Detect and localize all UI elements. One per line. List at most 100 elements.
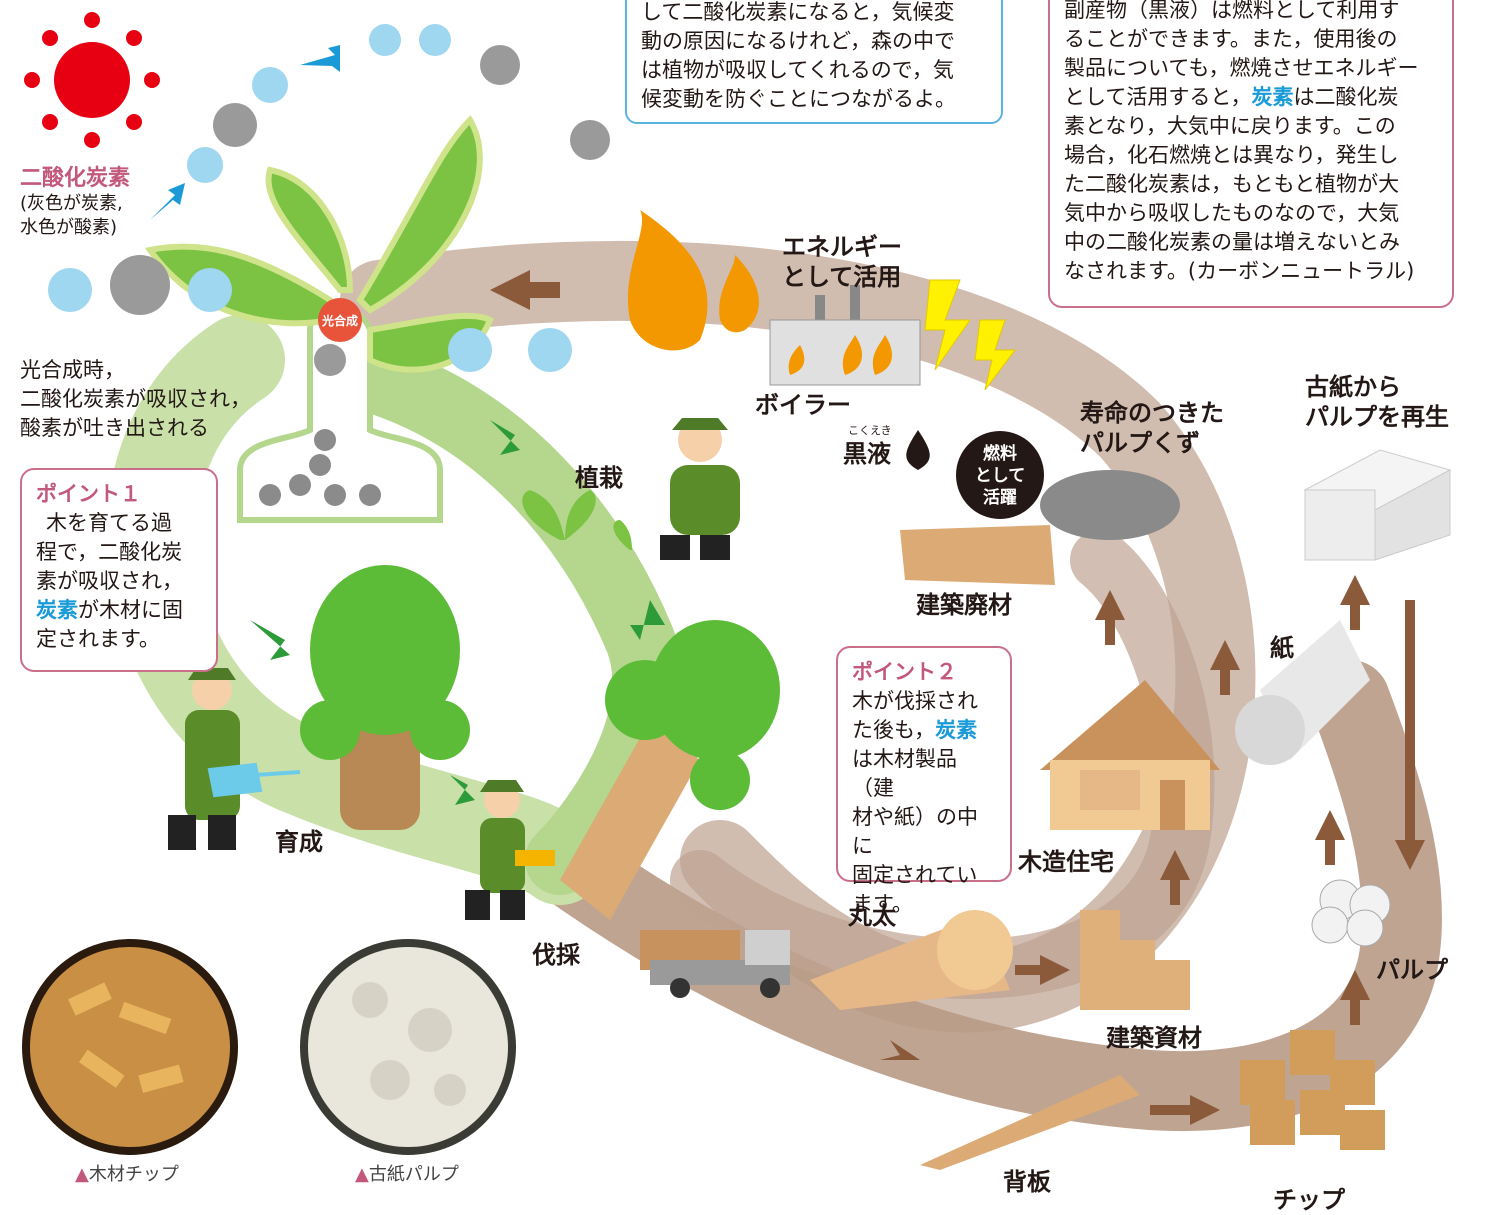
boiler-label: ボイラー (755, 391, 851, 419)
point2-title: ポイント２ (852, 660, 957, 684)
building-material-label: 建築資材 (1106, 1024, 1202, 1052)
flow-arrows (490, 270, 1425, 1125)
explanation-line: 気中から吸収したものなので，大気 (1064, 201, 1400, 225)
growing-label: 育成 (275, 828, 323, 856)
energy-line: として活用 (782, 263, 902, 291)
point2-line: ます。 (852, 892, 913, 916)
black-liquor-ruby: こくえき (848, 424, 892, 437)
paper-pulp-photo (300, 939, 516, 1155)
point1-title: ポイント１ (36, 482, 141, 506)
speech-line: 候変動を防ぐことにつながるよ。 (641, 87, 956, 111)
fire-icon (627, 210, 759, 351)
green-arrow-4 (490, 420, 520, 455)
caption-marker: ▲ (75, 1164, 89, 1185)
tree-mature-icon (560, 620, 780, 920)
fuel-line: 活躍 (983, 488, 1017, 508)
wooden-house-icon (1040, 680, 1220, 830)
co2-title: 二酸化炭素 (20, 166, 131, 191)
co2-sub: 水色が酸素) (20, 217, 118, 238)
speech-line: は植物が吸収してくれるので，気 (641, 58, 954, 82)
co2-sub: (灰色が炭素, (20, 193, 123, 214)
carbon-neutral-box: 副産物（黒液）は燃料として利用す ることができます。また，使用後の 製品について… (1048, 0, 1454, 308)
photosynthesis-line: 二酸化炭素が吸収され， (20, 387, 251, 411)
point2-text: た後も， (852, 718, 936, 742)
point1-text: が木材に固 (78, 598, 183, 622)
pulp-balls-icon (1311, 879, 1391, 947)
co2-label: 二酸化炭素 (灰色が炭素, 水色が酸素) (20, 160, 130, 240)
demolition-label: 建築廃材 (916, 591, 1012, 619)
truck-icon (640, 930, 790, 998)
recycled-pulp-label: 古紙から パルプを再生 (1305, 372, 1449, 432)
fuel-badge-text: 燃料 として 活躍 (966, 443, 1034, 509)
arrow-down-slab (880, 1040, 920, 1060)
explanation-line: なされます。(カーボンニュートラル) (1064, 259, 1415, 283)
carbon-highlight: 炭素 (36, 598, 78, 622)
paper-label: 紙 (1270, 634, 1294, 662)
point1-box: ポイント１ 木を育てる過 程で，二酸化炭 素が吸収され， 炭素が木材に固 定され… (20, 468, 218, 672)
boiler-icon (769, 285, 921, 386)
point2-line: は木材製品（建 (852, 747, 957, 800)
explanation-line: た二酸化炭素は，もともと植物が大 (1064, 172, 1400, 196)
speech-line: して二酸化炭素になると，気候変 (641, 0, 955, 24)
spent-pulp-line: 寿命のつきた (1080, 399, 1224, 427)
wood-chip-photo (22, 939, 238, 1155)
green-arrows (250, 420, 665, 805)
slab-icon (920, 1075, 1140, 1170)
point2-line: 材や紙）の中に (852, 805, 978, 858)
fuel-line: として (974, 466, 1026, 486)
energy-label: エネルギー として活用 (782, 232, 902, 292)
point2-line: 固定されてい (852, 863, 978, 887)
worker-planting-icon (660, 418, 740, 560)
spent-pulp-label: 寿命のつきた パルプくず (1080, 398, 1224, 458)
green-arrow-2 (450, 775, 475, 805)
arrow-down-recycle (1395, 600, 1425, 870)
energy-line: エネルギー (782, 233, 902, 261)
log-label: 丸太 (848, 902, 896, 930)
paper-pulp-caption: ▲古紙パルプ (355, 1160, 459, 1186)
point2-box: ポイント２ 木が伐採され た後も，炭素 は木材製品（建 材や紙）の中に 固定され… (836, 646, 1012, 916)
chip-label: チップ (1273, 1186, 1345, 1214)
speech-line: 動の原因になるけれど，森の中で (641, 29, 955, 53)
wooden-house-label: 木造住宅 (1018, 848, 1114, 876)
building-material-icon (1080, 910, 1190, 1010)
point1-line: 素が吸収され， (36, 569, 183, 593)
demolition-timber-icon (900, 525, 1055, 585)
point1-line: 定されます。 (36, 627, 160, 651)
brown-flow-middle (670, 530, 1215, 999)
recycled-line: パルプを再生 (1305, 403, 1449, 431)
spent-pulp-icon (1040, 470, 1180, 540)
caption-marker: ▲ (355, 1164, 369, 1185)
point2-line: 木が伐採され (852, 689, 978, 713)
worker-logging-icon (465, 780, 555, 920)
black-liquor-label: 黒液 (843, 440, 891, 468)
tree-growing-icon (300, 565, 470, 830)
point2-line: た後も，炭素 (852, 716, 996, 745)
photosynthesis-line: 光合成時， (20, 358, 125, 382)
fuel-badge-icon (956, 431, 1044, 519)
worker-watering-icon (168, 668, 301, 850)
blue-arrows (150, 45, 340, 220)
explanation-line: 副産物（黒液）は燃料として利用す (1064, 0, 1400, 22)
speech-bubble: して二酸化炭素になると，気候変 動の原因になるけれど，森の中で は植物が吸収して… (625, 0, 1003, 124)
arrow-up-demolition (1095, 590, 1125, 645)
slab-label: 背板 (1003, 1168, 1051, 1196)
explanation-line: ることができます。また，使用後の (1064, 27, 1398, 51)
pulp-label: パルプ (1376, 956, 1448, 984)
photosynthesis-line: 酸素が吐き出される (20, 416, 209, 440)
planting-label: 植栽 (575, 464, 623, 492)
sapling-icons (522, 490, 632, 550)
arrow-right-material (1015, 955, 1070, 985)
photosynthesis-badge: 光合成 (322, 314, 359, 328)
arrow-left-energy (490, 270, 560, 310)
recycled-line: 古紙から (1305, 373, 1401, 401)
chip-icon (1240, 1030, 1385, 1150)
arrow-up-pulp (1340, 970, 1370, 1025)
explanation-line: として活用すると，炭素は二酸化炭 (1064, 83, 1438, 112)
black-liquor-drop-icon (906, 430, 930, 470)
point1-line: 程で，二酸化炭 (36, 540, 183, 564)
lightning-icon (924, 279, 1016, 391)
arrow-up-recycle (1340, 575, 1370, 630)
spent-pulp-line: パルプくず (1080, 429, 1200, 457)
